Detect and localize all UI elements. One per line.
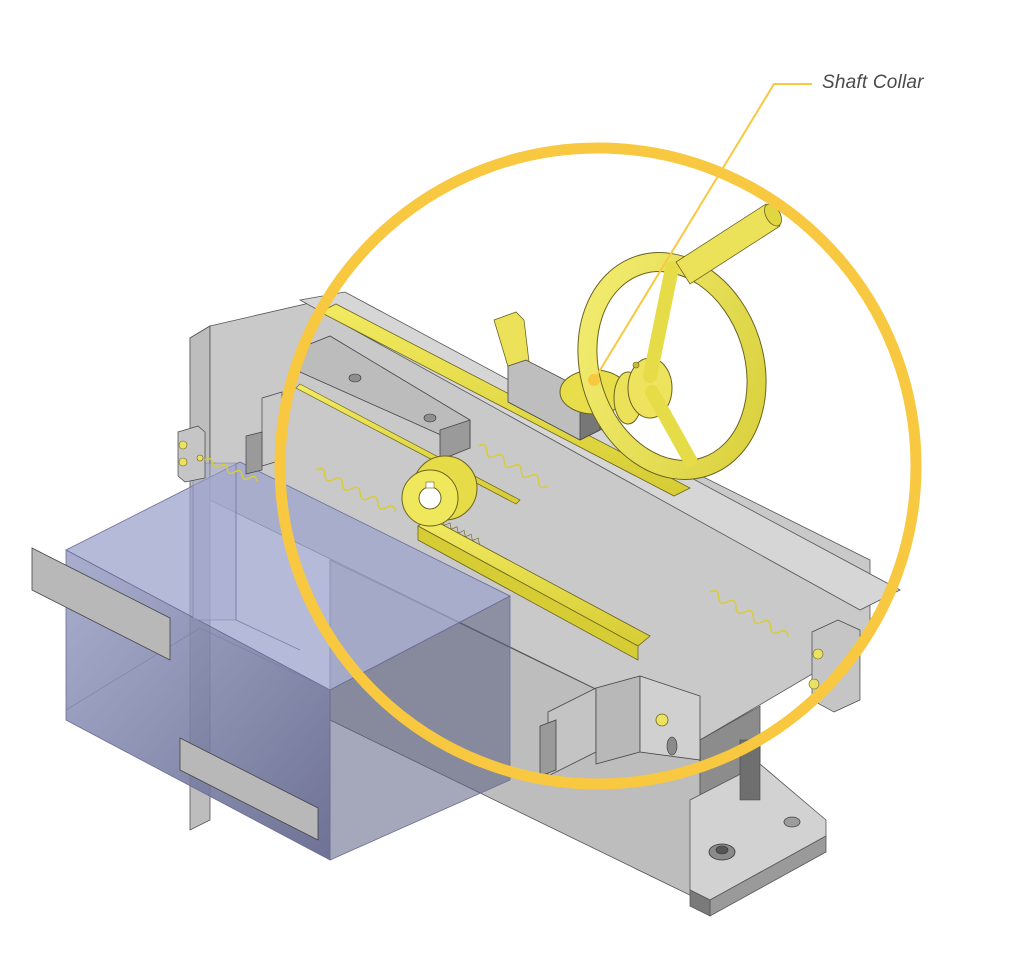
springs: [315, 443, 789, 638]
guide-strip: [319, 303, 691, 497]
callout-leader: [588, 83, 812, 386]
pinion-gear: [401, 455, 478, 527]
sensor-bracket: [539, 675, 701, 777]
base-frame: [189, 291, 901, 917]
handwheel: [577, 252, 767, 480]
highlight-circle: [274, 142, 922, 790]
callout-label-shaft-collar: Shaft Collar: [822, 72, 924, 93]
mounting-tabs: [31, 547, 319, 841]
left-spring-anchor: [177, 425, 258, 483]
handwheel-handle: [675, 203, 782, 285]
callout-anchor-dot: [588, 374, 600, 386]
